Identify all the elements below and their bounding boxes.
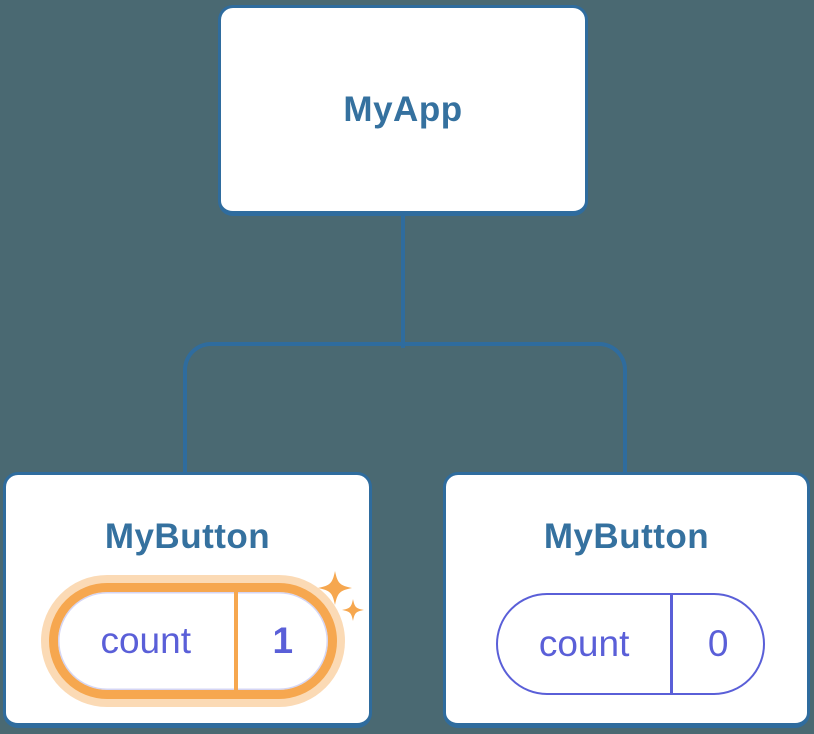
node-mybutton-2: MyButton count 0: [443, 472, 810, 728]
pill-divider: [233, 592, 238, 690]
state-pill: count 0: [496, 593, 765, 695]
node-myapp: MyApp: [218, 5, 588, 216]
node-mybutton-1-label: MyButton: [104, 517, 271, 556]
state-value: 0: [707, 623, 729, 664]
pill-divider: [670, 595, 674, 693]
node-myapp-label: MyApp: [343, 89, 463, 129]
state-value: 1: [272, 620, 294, 661]
state-name: count: [538, 623, 630, 664]
state-pill-highlighted: count 1: [49, 583, 337, 699]
state-name: count: [100, 620, 191, 661]
node-mybutton-1: MyButton count 1: [3, 472, 372, 728]
connector-bracket: [183, 342, 627, 472]
connector-stem: [401, 214, 405, 348]
node-mybutton-2-label: MyButton: [543, 517, 710, 556]
sparkles-icon: [318, 571, 364, 621]
